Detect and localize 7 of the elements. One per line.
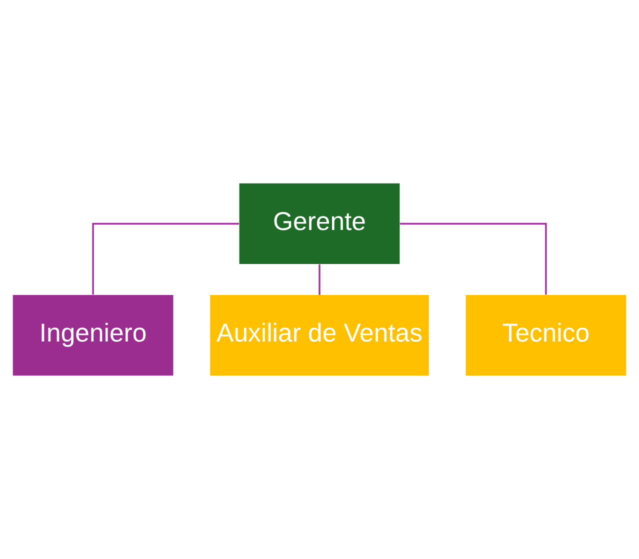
node-box: Ingeniero <box>12 294 174 376</box>
node-box: Tecnico <box>466 294 626 376</box>
connector <box>400 222 547 295</box>
node-box: Gerente <box>239 183 400 264</box>
node-box: Auxiliar de Ventas <box>210 294 429 376</box>
connector <box>92 222 240 295</box>
connector <box>318 264 320 295</box>
